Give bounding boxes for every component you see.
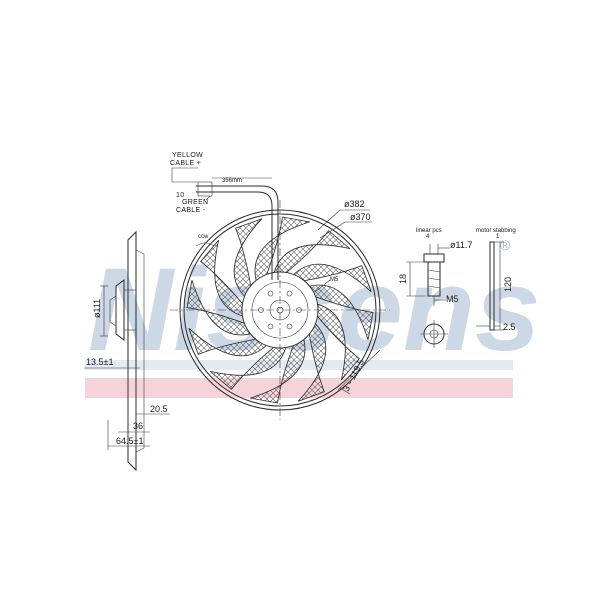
fastener-thread: M5 xyxy=(446,294,459,304)
stabilizer-sub: 1 xyxy=(496,234,500,240)
side-dia: ø111 xyxy=(92,299,102,318)
cable-green-num: 10 xyxy=(176,192,184,199)
fan-blade xyxy=(315,303,360,381)
watermark-band xyxy=(85,378,513,398)
fan-blades xyxy=(186,216,374,404)
fan-front-view: ø382 ø370 ccw M5 3 - 119.5 xyxy=(170,199,390,420)
hub-hole xyxy=(267,290,274,297)
hub-hole xyxy=(286,290,293,297)
fan-thread: M5 xyxy=(330,277,339,283)
cable: 356mm YELLOW CABLE + 10 GREEN CABLE - xyxy=(170,152,279,280)
fastener-detail: linear pcs 4 ø11.7 18 M5 xyxy=(398,228,472,348)
fan-outer-dia: ø382 xyxy=(344,199,365,209)
fan-blade xyxy=(291,263,372,293)
hub-hole xyxy=(267,323,274,330)
stabilizer-width: 2.5 xyxy=(503,322,516,332)
fan-blade xyxy=(186,280,254,336)
stabilizer-title: motor stabbing xyxy=(476,228,516,234)
cable-yellow: YELLOW xyxy=(172,152,203,159)
fan-inner-dia: ø370 xyxy=(350,212,371,222)
side-d4: 64.5±1 xyxy=(116,436,143,446)
side-view: ø111 13.5±1 20.5 36 64.5±1 xyxy=(84,230,170,472)
hub-hole xyxy=(286,323,293,330)
fan-blade xyxy=(233,218,263,299)
cable-green: GREEN xyxy=(182,199,208,206)
fan-rotation: ccw xyxy=(198,234,209,240)
stabilizer-detail: motor stabbing 1 120 2.5 xyxy=(476,228,516,332)
fastener-sub: 4 xyxy=(426,234,430,240)
watermark-registered: ® xyxy=(500,237,511,253)
fastener-dia: ø11.7 xyxy=(450,240,472,250)
fastener-height: 18 xyxy=(398,274,408,284)
side-d1: 13.5±1 xyxy=(86,357,113,367)
fan-blade xyxy=(306,284,374,340)
stabilizer-height: 120 xyxy=(503,277,513,292)
fastener-title: linear pcs xyxy=(416,228,442,234)
cable-green-sub: CABLE - xyxy=(176,207,206,214)
fan-blade xyxy=(188,327,269,357)
cable-yellow-sub: CABLE + xyxy=(170,160,201,167)
cable-length: 356mm xyxy=(222,178,242,184)
side-d3: 36 xyxy=(133,421,143,431)
fan-blade xyxy=(273,230,351,275)
fan-blade xyxy=(200,239,245,317)
fan-blade xyxy=(250,336,306,404)
fan-blade xyxy=(209,345,287,390)
fan-blade xyxy=(297,321,327,402)
side-d2: 20.5 xyxy=(150,404,168,414)
hub-hole xyxy=(258,307,264,313)
fan-ring-inner xyxy=(183,213,377,407)
